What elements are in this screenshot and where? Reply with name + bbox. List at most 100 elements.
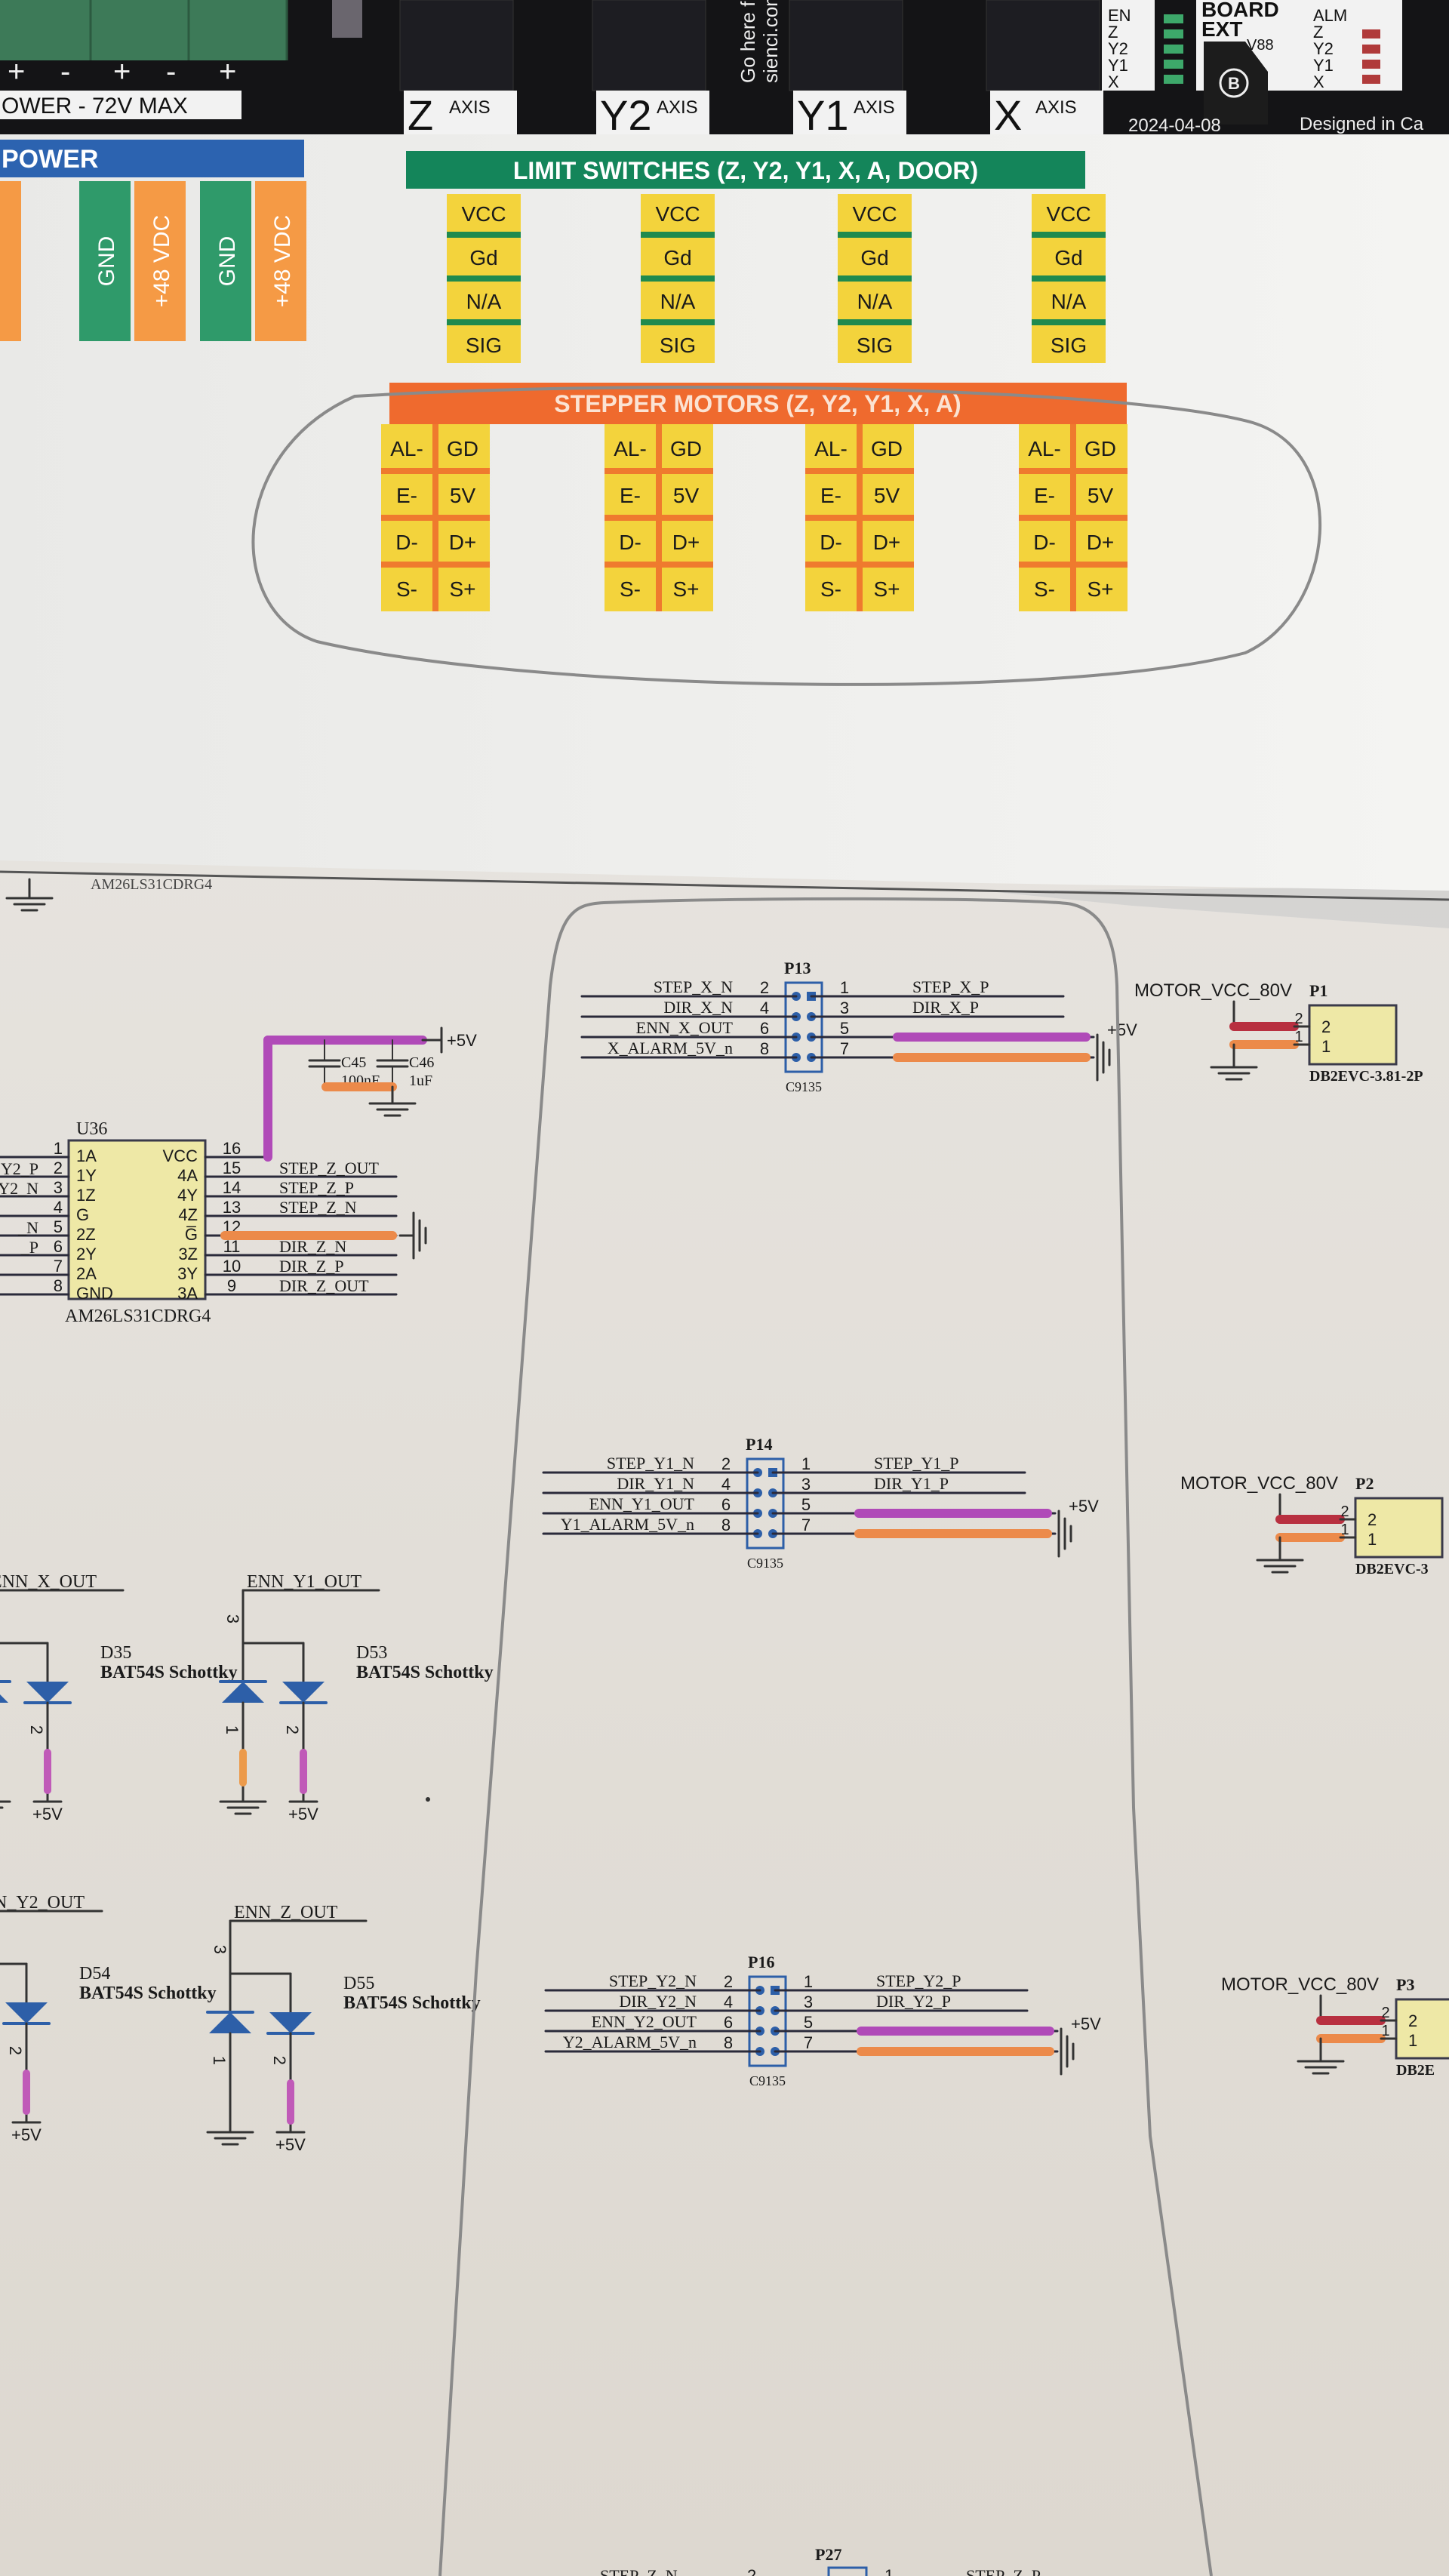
axis-sub-label: AXIS	[854, 97, 895, 118]
pin-number: 6	[760, 1019, 769, 1038]
net-label: Y2_P	[1, 1159, 38, 1178]
pin-number: 3	[840, 999, 849, 1017]
pin-number: 2	[270, 2056, 289, 2065]
pin-name: 1	[1367, 1530, 1377, 1549]
power-terminal-label: +48 VDC	[149, 215, 174, 308]
pin-number: 5	[801, 1495, 811, 1514]
limit-pin-cell	[641, 325, 715, 363]
pin-number: 1	[54, 1139, 63, 1158]
axis-label: Y2	[600, 91, 652, 139]
pin-name: 2A	[76, 1264, 97, 1283]
pin-name: 2Z	[76, 1225, 96, 1244]
pin-number: 8	[54, 1276, 63, 1295]
pin-number: 4	[724, 1993, 733, 2011]
power-title-bar	[0, 140, 304, 177]
net-label: STEP_X_P	[912, 977, 989, 996]
polarity-mark: -	[166, 55, 176, 88]
connector-ref: P2	[1355, 1474, 1374, 1493]
power-title: POWER	[2, 145, 98, 174]
en-label: Y2	[1108, 39, 1128, 58]
header-part: C9135	[747, 1556, 783, 1571]
supply-label: +5V	[32, 1805, 63, 1824]
diode-ref: D53	[356, 1643, 387, 1663]
diode-icon	[269, 2012, 312, 2033]
net-label: STEP_Y1_N	[607, 1454, 694, 1473]
net-label: DIR_Y2_N	[619, 1992, 697, 2011]
stepper-pin-divider	[381, 468, 490, 474]
header-ref: P14	[746, 1435, 772, 1454]
diode-part: BAT54S Schottky	[100, 1663, 238, 1682]
motor-connector-p2	[1354, 1497, 1444, 1559]
limit-pin-cell	[641, 238, 715, 275]
url-text: sienci.com	[759, 0, 782, 83]
stepper-pin-label: D+	[873, 531, 901, 554]
limit-pin-label: VCC	[461, 202, 506, 226]
axis-sub-label: AXIS	[1035, 97, 1077, 118]
capacitor-ref: C46	[409, 1054, 434, 1071]
logo-icon	[1219, 68, 1249, 98]
net-label: MOTOR_VCC_80V	[1180, 1473, 1338, 1494]
stepper-pin-divider	[1019, 468, 1128, 474]
connector-part: DB2EVC-3	[1355, 1561, 1429, 1577]
limit-pin-cell	[1032, 194, 1106, 232]
net-label: STEP_Y1_P	[874, 1454, 958, 1473]
limit-pin-label: Gd	[469, 246, 497, 269]
axis-label: Z	[408, 91, 433, 139]
supply-label: +5V	[447, 1031, 477, 1050]
pin-number: 2	[1381, 2005, 1389, 2021]
pin-name: 3Y	[177, 1264, 198, 1283]
alm-led	[1362, 29, 1380, 38]
limit-pin-cell	[1032, 325, 1106, 363]
pin-number: 9	[227, 1276, 236, 1295]
pin-name: 4A	[177, 1166, 198, 1185]
pin-number: 1	[804, 1972, 813, 1991]
net-label: DIR_Y1_P	[874, 1474, 949, 1493]
net-label: STEP_X_N	[654, 977, 733, 996]
stepper-pin-label: S-	[396, 577, 417, 601]
sheet-edge-line	[0, 870, 1449, 901]
limit-pin-cell	[641, 194, 715, 232]
pin-number: 1	[840, 978, 849, 997]
en-label: X	[1108, 72, 1119, 91]
stepper-pin-label: D-	[395, 531, 418, 554]
stepper-pin-label: AL-	[814, 437, 848, 460]
net-label: STEP_Z_P	[966, 2566, 1041, 2576]
limit-switch-title-bar	[406, 151, 1085, 189]
alm-silk-bg	[1312, 0, 1402, 91]
pin-name: 4Y	[177, 1186, 198, 1205]
net-label: DIR_X_N	[663, 998, 733, 1017]
pin-number: 8	[760, 1039, 769, 1058]
stepper-pin-divider	[805, 562, 914, 568]
net-label: ENN_Y1_OUT	[247, 1572, 361, 1592]
net-label: STEP_Y2_P	[876, 1971, 961, 1990]
pin-number: 1	[1294, 1029, 1303, 1045]
limit-pin-divider	[1032, 319, 1106, 325]
supply-label: +5V	[1107, 1020, 1137, 1039]
power-terminal-gnd	[79, 181, 131, 341]
limit-pin-label: Gd	[1054, 246, 1082, 269]
url-text: Go here f	[737, 1, 759, 83]
pin-number: 14	[223, 1178, 241, 1197]
stepper-pin-divider	[605, 515, 713, 521]
pin-number: 10	[223, 1257, 241, 1276]
limit-pin-cell	[447, 194, 521, 232]
stepper-pin-label: 5V	[874, 484, 900, 507]
pencil-outline	[438, 897, 1213, 2576]
alm-led	[1362, 75, 1380, 84]
header-p13	[784, 981, 823, 1073]
header-ref: P27	[815, 2545, 841, 2564]
pin-number: 1	[223, 1725, 242, 1734]
limit-pin-cell	[838, 282, 912, 319]
pin-number: 6	[54, 1237, 63, 1256]
pin-number: 1	[1381, 2023, 1389, 2039]
net-label: STEP_Z_N	[279, 1198, 357, 1217]
pin-name: VCC	[163, 1146, 198, 1165]
power-terminal-partial	[0, 181, 21, 341]
limit-pin-cell	[1032, 282, 1106, 319]
limit-pin-label: N/A	[1051, 290, 1087, 313]
header-p16	[748, 1975, 787, 2067]
pin-name: 3A	[177, 1284, 198, 1303]
top-part-label: AM26LS31CDRG4	[91, 876, 212, 893]
stepper-pin-label: S+	[1087, 577, 1113, 601]
